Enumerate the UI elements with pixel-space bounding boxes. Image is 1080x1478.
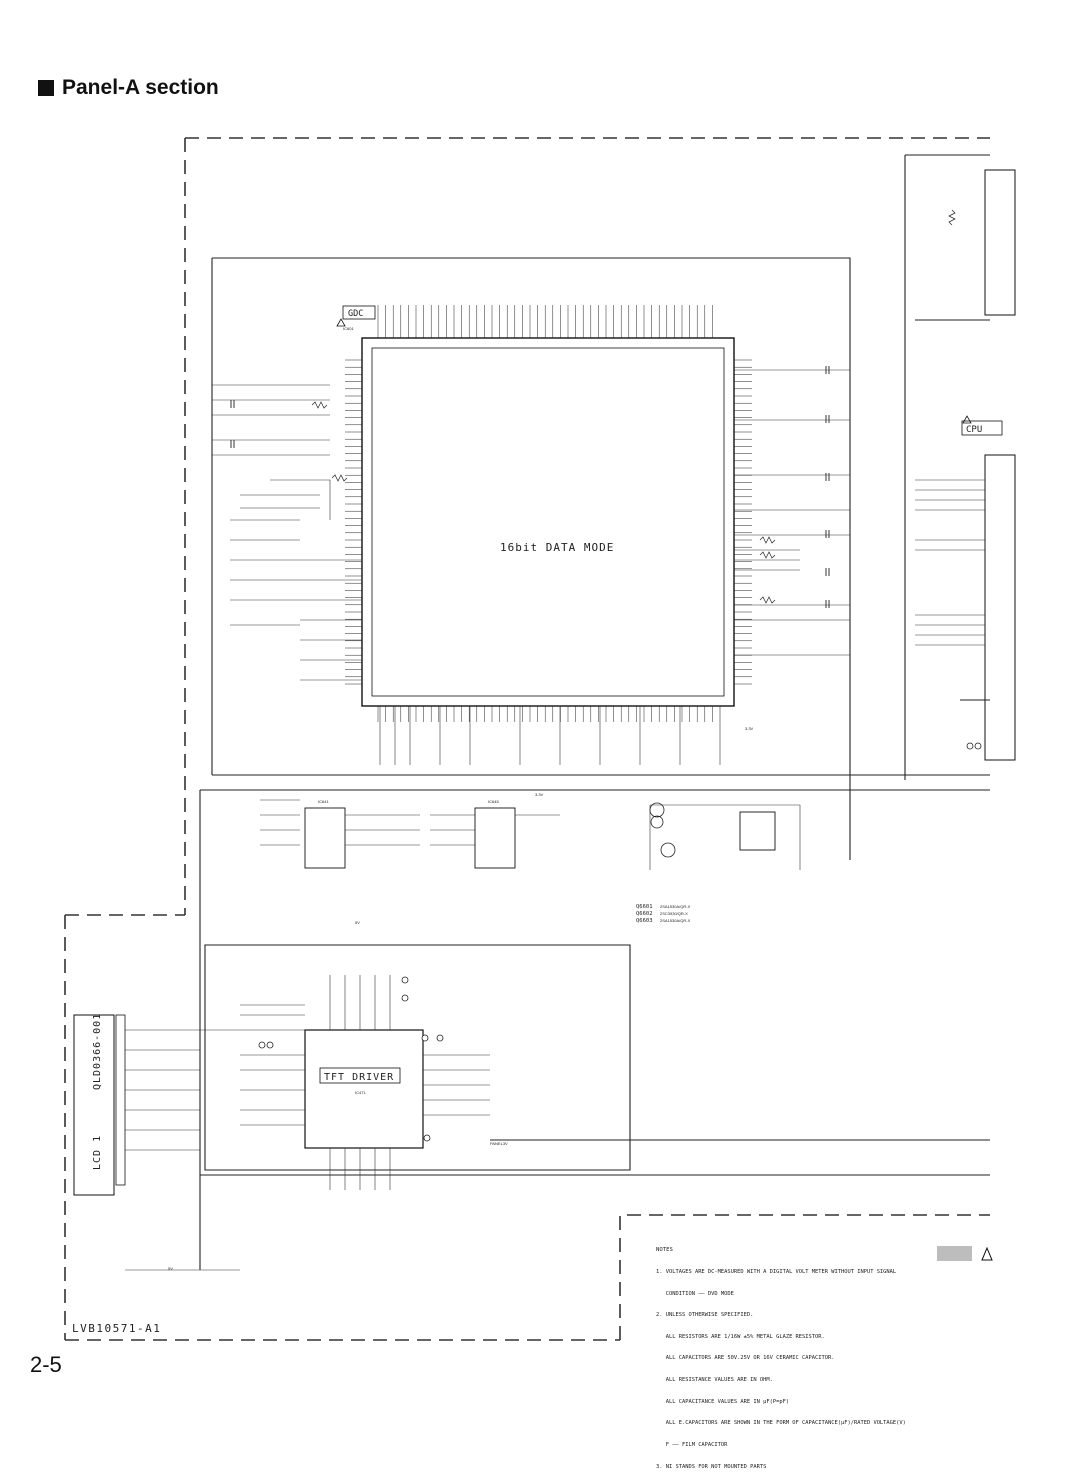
frame-lower xyxy=(204,944,631,1171)
rail-3v3-label: 3.3V xyxy=(745,726,754,731)
gdc-part-ref: IC601 xyxy=(343,326,354,331)
cpu-label: CPU xyxy=(966,425,982,435)
tft-driver-ic xyxy=(304,1029,424,1149)
note-line: ALL CAPACITORS ARE 50V.25V OR 16V CERAMI… xyxy=(656,1355,835,1362)
note-line: ALL RESISTORS ARE 1/16W ±5% METAL GLAZE … xyxy=(656,1333,825,1340)
ic645-label: IC645 xyxy=(488,799,499,804)
note-line: 2. UNLESS OTHERWISE SPECIFIED. xyxy=(656,1312,754,1319)
frame-top xyxy=(212,257,851,860)
gdc-mode-label: 16bit DATA MODE xyxy=(500,541,614,554)
resistor-symbols xyxy=(311,209,956,604)
regulator-box xyxy=(739,811,776,851)
transistor-symbols xyxy=(649,802,676,858)
gdc-right-pins xyxy=(734,359,752,685)
note-line: ALL E.CAPACITORS ARE SHOWN IN THE FORM O… xyxy=(656,1420,906,1427)
lcd-label: LCD 1 xyxy=(92,1135,103,1170)
gdc-ic xyxy=(361,337,735,707)
transistor-part: 2SA1530A/QR-X xyxy=(660,918,691,923)
transistor-legend: Q6601 2SA1530A/QR-X Q6602 2SC3930/QR-X Q… xyxy=(636,904,691,924)
transistor-part: 2SA1530A/QR-X xyxy=(660,904,691,909)
rail-5v-label: 5V xyxy=(355,920,360,925)
lcd-connector xyxy=(73,1014,126,1196)
gdc-label-box xyxy=(342,305,376,320)
note-line: ALL RESISTANCE VALUES ARE IN OHM. xyxy=(656,1377,773,1384)
note-line: 3. NI STANDS FOR NOT MOUNTED PARTS xyxy=(656,1463,767,1470)
board-id-label: LVB10571-A1 xyxy=(72,1322,161,1335)
test-point-symbols xyxy=(258,742,982,1142)
gdc-bottom-pins xyxy=(377,706,713,722)
gdc-top-pins xyxy=(377,305,713,338)
transistor-ref: Q6601 xyxy=(636,904,653,910)
tft-part-ref: IC471 xyxy=(355,1090,366,1095)
lcd-part-number: QLD0366-001 xyxy=(92,1013,103,1090)
gdc-left-pins xyxy=(345,359,362,685)
note-line: CONDITION —— DVD MODE xyxy=(656,1290,734,1297)
left-side-wiring xyxy=(212,384,362,681)
tft-driver-label: TFT DRIVER xyxy=(324,1072,394,1083)
legend-shade-box xyxy=(937,1246,972,1261)
capacitor-symbols xyxy=(230,366,830,608)
square-bullet-icon xyxy=(38,80,54,96)
rail-5v-label-2: 5V xyxy=(168,1266,173,1271)
gdc-label: GDC xyxy=(348,309,363,319)
cpu-ic-edge xyxy=(984,454,1016,761)
ic641-label: IC641 xyxy=(318,799,329,804)
ic641-box xyxy=(304,807,346,869)
transistor-ref: Q6603 xyxy=(636,918,653,924)
page-number: 2-5 xyxy=(30,1352,62,1377)
transistor-ref: Q6602 xyxy=(636,911,653,917)
transistor-part: 2SC3930/QR-X xyxy=(660,911,688,916)
warning-icon xyxy=(336,318,972,424)
note-line: 1. VOLTAGES ARE DC-MEASURED WITH A DIGIT… xyxy=(656,1269,897,1276)
note-line: F —— FILM CAPACITOR xyxy=(656,1441,728,1448)
bottom-wiring xyxy=(260,706,801,870)
note-line: ALL CAPACITANCE VALUES ARE IN μF(P=pF) xyxy=(656,1398,790,1405)
right-side-wiring xyxy=(734,369,985,656)
notes-header: NOTES xyxy=(656,1247,673,1254)
rail-3v3-label-2: 3.3V xyxy=(535,792,544,797)
cpu-top-connector xyxy=(984,169,1016,316)
section-title: Panel-A section xyxy=(38,76,219,100)
tft-wiring xyxy=(125,975,490,1271)
ic645-box xyxy=(474,807,516,869)
panel-rail-label: PANEL3V xyxy=(490,1141,508,1146)
schematic-diagram: GDC IC601 16bit DATA MODE CPU TFT DRIVER… xyxy=(64,137,1016,1341)
section-title-text: Panel-A section xyxy=(62,76,219,99)
cpu-label-box xyxy=(961,420,1003,436)
safety-warning-icon xyxy=(981,1246,993,1261)
notes-block: NOTES 1. VOLTAGES ARE DC-MEASURED WITH A… xyxy=(656,1233,956,1478)
